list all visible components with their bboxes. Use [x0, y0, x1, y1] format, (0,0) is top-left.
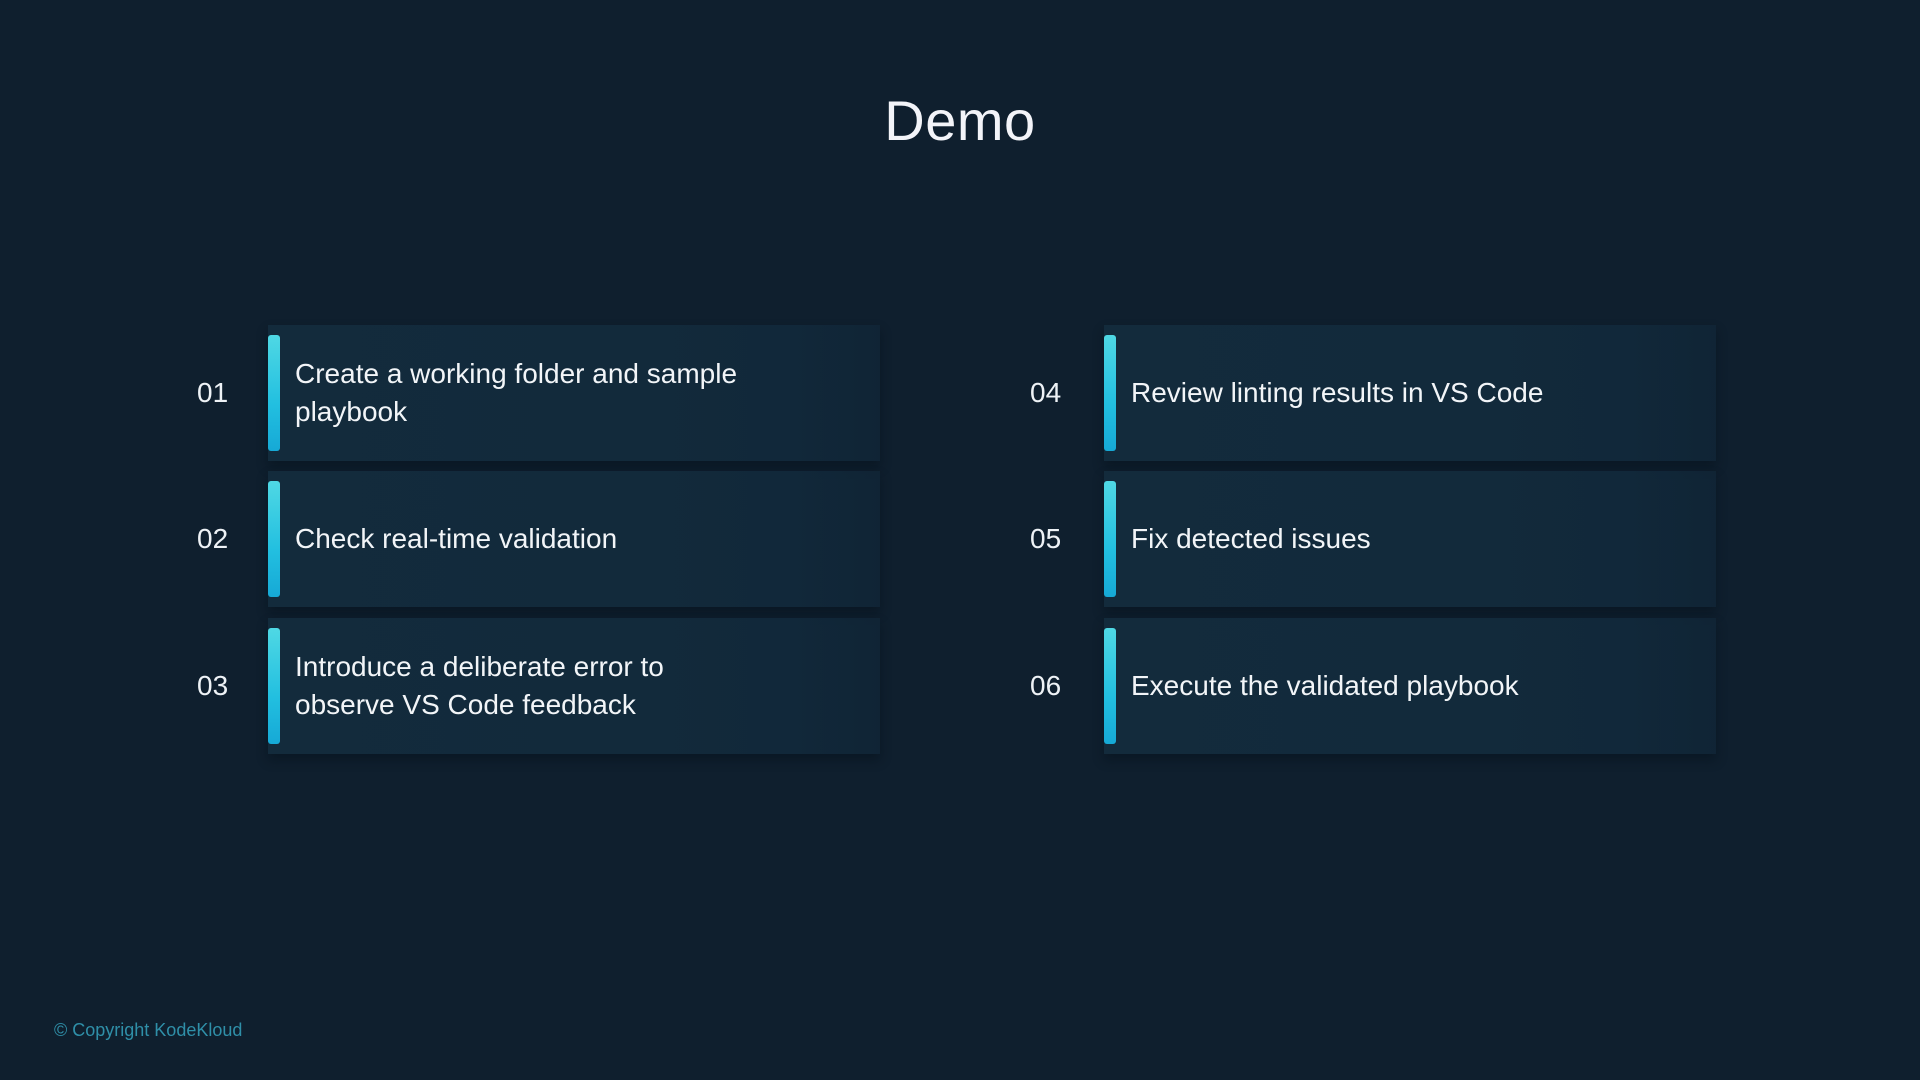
- step-item-03: 03 Introduce a deliberate error to obser…: [197, 618, 897, 760]
- step-card: [268, 618, 880, 754]
- accent-bar: [1104, 481, 1116, 597]
- step-item-02: 02 Check real-time validation: [197, 471, 897, 613]
- step-card: [1104, 325, 1716, 461]
- step-item-04: 04 Review linting results in VS Code: [1030, 325, 1730, 467]
- step-card: [268, 325, 880, 461]
- step-text: Create a working folder and sample playb…: [295, 358, 738, 427]
- step-text: Introduce a deliberate error to observe …: [295, 651, 664, 720]
- step-number: 06: [1030, 670, 1062, 701]
- step-text: Check real-time validation: [295, 523, 618, 554]
- accent-bar: [268, 628, 280, 744]
- step-number: 02: [197, 523, 229, 554]
- step-number: 01: [197, 377, 229, 408]
- accent-bar: [268, 335, 280, 451]
- step-item-01: 01 Create a working folder and sample pl…: [197, 325, 897, 467]
- accent-bar: [268, 481, 280, 597]
- step-item-06: 06 Execute the validated playbook: [1030, 618, 1730, 760]
- slide-title: Demo: [884, 89, 1036, 152]
- accent-bar: [1104, 335, 1116, 451]
- step-number: 04: [1030, 377, 1062, 408]
- step-card: [268, 471, 880, 607]
- step-card: [1104, 471, 1716, 607]
- step-card: [1104, 618, 1716, 754]
- copyright-footer: © Copyright KodeKloud: [54, 1020, 243, 1040]
- step-text: Execute the validated playbook: [1131, 670, 1519, 701]
- step-number: 03: [197, 670, 229, 701]
- accent-bar: [1104, 628, 1116, 744]
- step-text: Fix detected issues: [1131, 523, 1371, 554]
- step-text: Review linting results in VS Code: [1131, 377, 1544, 408]
- step-number: 05: [1030, 523, 1062, 554]
- step-item-05: 05 Fix detected issues: [1030, 471, 1730, 613]
